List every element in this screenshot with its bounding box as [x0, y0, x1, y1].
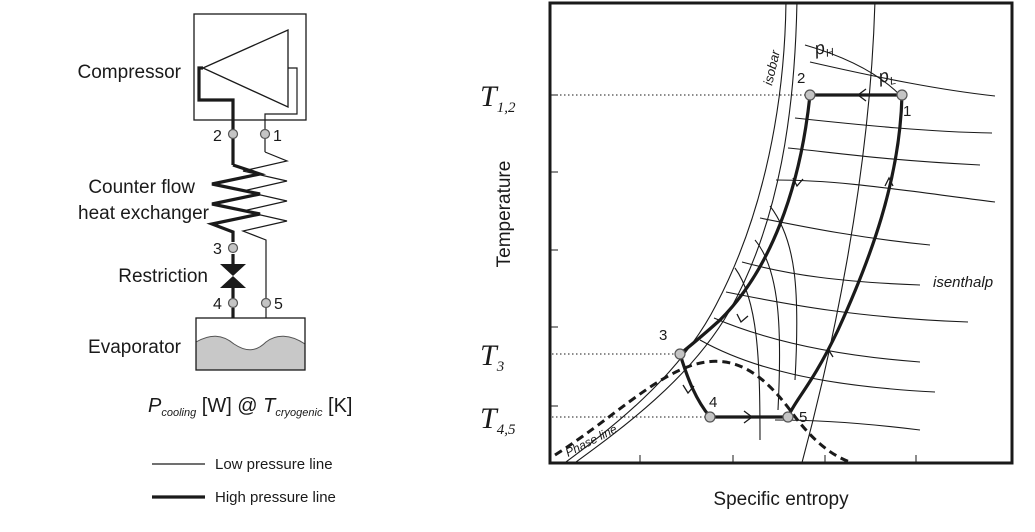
- plot-frame: [548, 1, 1014, 465]
- state-4-label: 4: [709, 394, 717, 411]
- evaporator-label: Evaporator: [88, 337, 182, 358]
- node-5: [260, 297, 272, 309]
- valve-bottom-icon: [220, 276, 246, 288]
- arrow-left-icon: [856, 88, 867, 102]
- state-3-point: [674, 348, 686, 360]
- flow-arrows: [682, 88, 894, 424]
- node-3-label: 3: [213, 241, 222, 258]
- restriction-label: Restriction: [118, 266, 208, 287]
- cooling-unit: [W] @: [196, 395, 263, 417]
- legend-high-label: High pressure line: [215, 489, 336, 506]
- node-4-label: 4: [213, 296, 222, 313]
- cooling-sub: cooling: [161, 407, 197, 419]
- ph-label: pH: [812, 36, 835, 62]
- legend-low-label: Low pressure line: [215, 456, 333, 473]
- arrow-down-icon-3: [682, 384, 695, 395]
- liquid-fill: [196, 336, 305, 370]
- state-4-point: [704, 411, 716, 423]
- isenthalp-4: [759, 217, 931, 246]
- isenthalp-0: [809, 61, 996, 97]
- state-5-point: [782, 411, 794, 423]
- cooling-p: P: [148, 395, 162, 417]
- arrow-down-icon: [792, 177, 804, 188]
- cycle-high-pressure-cooling: [679, 94, 812, 356]
- isobar-mid: [801, 3, 876, 463]
- isenthalp-label: isenthalp: [933, 274, 993, 291]
- isobar-outer-high: [573, 3, 798, 463]
- isenthalp-1: [794, 117, 993, 134]
- arrow-down-icon-2: [736, 313, 749, 324]
- compressor-low-line: [264, 67, 298, 130]
- state-1-point: [896, 89, 908, 101]
- compressor-high-line: [197, 66, 235, 130]
- state-3-label: 3: [659, 327, 667, 344]
- isenthalp-7: [713, 317, 921, 363]
- compressor-box: [193, 13, 307, 121]
- isobar-label: isobar: [760, 48, 783, 87]
- node-4: [227, 297, 239, 309]
- state-5-label: 5: [799, 409, 807, 426]
- schematic: 2 1 3 4 5 Compressor Counter flow heat e…: [78, 13, 352, 506]
- isenthalp-dome-1: [734, 267, 761, 441]
- arrow-up-icon: [823, 347, 834, 358]
- heat-exchanger-label-2: heat exchanger: [78, 203, 210, 224]
- node-1: [259, 128, 271, 140]
- phase-line-curve: [554, 359, 851, 463]
- isenthalp-9: [774, 419, 921, 431]
- low-zigzag: [240, 151, 289, 298]
- node-5-label: 5: [274, 296, 283, 313]
- isenthalp-dome-3: [769, 205, 798, 381]
- t45-label: T4,5: [480, 402, 516, 438]
- x-axis-title: Specific entropy: [713, 489, 849, 510]
- ts-diagram: Phase line isobar pH pL isenthalp 1 2 3 …: [480, 1, 1014, 510]
- cryo-unit: [K]: [322, 395, 352, 417]
- t3-label: T3: [480, 339, 504, 375]
- state-2-label: 2: [797, 70, 805, 87]
- liquid-surface: [195, 335, 306, 351]
- cooling-expression: Pcooling [W] @ Tcryogenic [K]: [148, 395, 352, 419]
- node-3: [227, 242, 239, 254]
- compressor-label: Compressor: [78, 62, 182, 83]
- state-2-point: [804, 89, 816, 101]
- node-2: [227, 128, 239, 140]
- isenthalp-2: [787, 147, 981, 166]
- cycle-expansion: [678, 353, 712, 419]
- node-1-label: 1: [273, 128, 282, 145]
- isenthalp-3: [775, 179, 996, 203]
- isobar-outer-high-2: [563, 3, 787, 463]
- isenthalp-8: [699, 339, 936, 393]
- evaporator-box: [195, 317, 306, 371]
- cryo-sub: cryogenic: [275, 407, 323, 419]
- y-axis-title: Temperature: [494, 161, 515, 268]
- isenthalp-6: [725, 291, 969, 323]
- isenthalp-dome-2: [754, 239, 781, 411]
- node-2-label: 2: [213, 128, 222, 145]
- t12-label: T1,2: [480, 80, 516, 116]
- valve-top-icon: [220, 264, 246, 276]
- compressor-symbol: [201, 28, 289, 109]
- isenthalp-0b: [804, 44, 901, 96]
- pl-label: pL: [876, 64, 898, 90]
- cooling-t: T: [263, 395, 277, 417]
- arrow-up-icon-2: [884, 176, 894, 187]
- high-zigzag: [206, 163, 267, 242]
- arrow-right-icon: [743, 410, 754, 424]
- cycle-low-pressure-return: [786, 94, 904, 418]
- state-1-label: 1: [903, 103, 911, 120]
- phase-line-label: Phase line: [563, 422, 620, 460]
- heat-exchanger-label-1: Counter flow: [88, 177, 195, 198]
